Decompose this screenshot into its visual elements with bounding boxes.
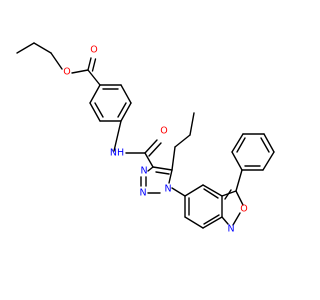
bond-network	[16, 42, 275, 229]
bond-iso-n-c7a	[221, 216, 229, 225]
atom-isoxazole-o: O	[240, 204, 247, 215]
atom-triazole-n3: N	[140, 166, 147, 177]
bond-ph-b	[231, 133, 244, 153]
bond-ch2-o	[50, 52, 63, 70]
bond-ph-inner-b	[260, 137, 270, 153]
bond-propyl-a	[171, 146, 176, 171]
bond-carbonyl-o-double-b	[91, 58, 97, 72]
bond-c3-phenyl	[235, 169, 243, 192]
bond-bz-f	[184, 184, 204, 197]
bond-carbonyl-triazole	[144, 152, 154, 168]
bond-ethyl-ch3	[16, 42, 35, 54]
bond-benz-f	[89, 84, 101, 104]
bond-n1-aryl	[171, 187, 186, 197]
bond-benz-c	[120, 102, 132, 122]
atom-ester-o-single: O	[63, 67, 70, 78]
bond-o-carbonyl	[71, 69, 89, 74]
bond-iso-c3-o	[235, 190, 244, 206]
atom-triazole-n1: N	[164, 184, 171, 195]
bond-iso-double	[224, 189, 232, 200]
bond-ethyl-ch2	[33, 42, 52, 54]
bond-benz-inner-c	[94, 102, 104, 118]
bond-benz-b	[120, 84, 132, 104]
atom-isoxazole-n: N	[227, 224, 234, 235]
bond-c4-c5	[152, 166, 173, 171]
atom-triazole-n2: N	[139, 188, 146, 199]
bond-n3-c4	[147, 166, 154, 172]
bond-ph-a	[231, 151, 243, 171]
bond-bz-inner-c	[203, 188, 219, 199]
bond-ph-d	[263, 133, 275, 153]
bond-ph-e	[262, 151, 275, 171]
atom-amide-o: O	[160, 126, 167, 137]
bond-propyl-b	[174, 134, 191, 148]
molecule-canvas: O O NH O N N N O N	[16, 42, 275, 235]
bond-bz-e	[202, 184, 223, 197]
bond-benz-e	[89, 102, 101, 122]
bond-bz-inner-b	[203, 214, 220, 225]
atom-amide-nh: NH	[110, 148, 124, 159]
atom-ester-o-double: O	[90, 45, 97, 56]
bond-iso-o-n	[232, 212, 241, 226]
bond-propyl-c	[189, 112, 195, 136]
bond-amide-co-b	[148, 142, 162, 157]
bond-ph-inner-a	[236, 137, 246, 153]
bond-ring-nh	[113, 120, 122, 152]
molecule-structure: O O NH O N N N O N	[16, 42, 275, 235]
bond-amide-co-a	[144, 139, 158, 154]
atom-labels: O O NH O N N N O N	[63, 45, 247, 235]
bond-bz-c	[202, 216, 223, 229]
bond-benz-inner-b	[117, 102, 127, 118]
bond-carbonyl-o-double-a	[87, 57, 92, 71]
bond-c4-c5-double	[155, 171, 170, 175]
bond-c5-n1	[168, 169, 173, 184]
bond-bz-b	[184, 216, 204, 229]
bond-carbonyl-ring	[87, 69, 101, 86]
